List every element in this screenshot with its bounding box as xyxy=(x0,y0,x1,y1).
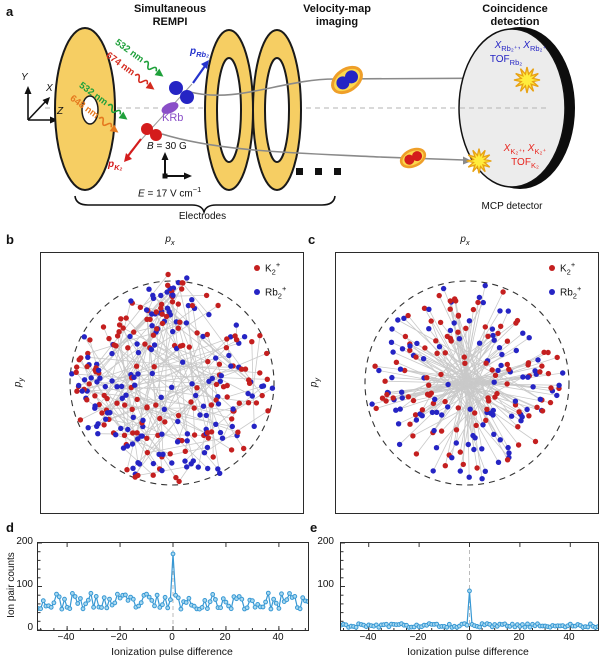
panel-d-ytick-200: 200 xyxy=(16,536,33,547)
coordinate-axes xyxy=(24,86,58,124)
legend-item-k2: K2+ xyxy=(549,256,581,280)
legend-item-rb2: Rb2+ xyxy=(549,280,581,304)
panel-e-ytick-200: 200 xyxy=(317,536,334,547)
panel-e-xaxis-label: Ionization pulse difference xyxy=(407,646,529,658)
panel-d-ytick-0: 0 xyxy=(27,622,33,633)
legend-label: K2+ xyxy=(265,260,281,277)
axis-z-label: Z xyxy=(57,106,64,117)
panel-d-xaxis-label: Ionization pulse difference xyxy=(111,646,233,658)
panel-d-label: d xyxy=(6,520,14,535)
laser-532nm-k2: 532 nm xyxy=(77,80,132,124)
panel-b-plot xyxy=(40,252,304,514)
electrodes-label: Electrodes xyxy=(178,211,227,222)
legend-label: Rb2+ xyxy=(265,284,287,301)
k2-ion-in-flight xyxy=(399,147,427,169)
legend-item-k2: K2+ xyxy=(254,256,286,280)
panel-e-label: e xyxy=(310,520,318,535)
rb2-ion-in-flight xyxy=(331,65,363,95)
wavy-arrow-icon xyxy=(98,116,119,133)
laser-674nm-rb2: 674 nm xyxy=(104,50,159,94)
p-rb2-label: pRb₂ xyxy=(190,46,209,59)
k2-impact-starburst xyxy=(466,148,492,174)
wavy-arrow-icon xyxy=(107,103,128,120)
panel-b-yaxis-label: py xyxy=(12,377,26,388)
apparatus-diagram xyxy=(24,27,575,215)
p-k2-label: pK₂ xyxy=(108,159,123,172)
rempi-header: Simultaneous REMPI xyxy=(133,3,207,28)
panel-b-label: b xyxy=(6,232,14,247)
wavy-arrow-icon xyxy=(143,60,164,77)
mcp-detector-face xyxy=(458,28,566,188)
rb2-momentum-arrow xyxy=(192,65,206,84)
electrodes-brace xyxy=(74,195,336,215)
panel-d-xtick: 20 xyxy=(219,632,231,643)
k2-dot-icon xyxy=(254,265,260,272)
panel-e-xtick: 20 xyxy=(513,632,525,643)
krb-molecule xyxy=(161,102,179,114)
krb-label: KRb xyxy=(162,112,184,124)
mcp-detector-label: MCP detector xyxy=(481,201,543,212)
rb2-impact-starburst xyxy=(513,66,541,94)
panel-c-label: c xyxy=(308,232,316,247)
legend-item-rb2: Rb2+ xyxy=(254,280,286,304)
panel-b-xaxis-label: px xyxy=(165,234,175,247)
panel-c-plot xyxy=(335,252,599,514)
wavy-arrow-icon xyxy=(134,73,155,90)
panel-d-xtick: −20 xyxy=(110,632,128,643)
detector-k2-hits-label: XK₂⁺, XK₂⁺ xyxy=(503,143,547,156)
repeller-aperture xyxy=(81,95,99,125)
b-field-label: B = 30 G xyxy=(147,141,187,152)
k2-momentum-arrowhead xyxy=(124,153,132,162)
ion-trajectories xyxy=(161,77,515,161)
more-electrodes-ellipsis xyxy=(296,168,341,175)
rb2-dot-icon xyxy=(254,289,260,296)
rb2-molecule-source xyxy=(169,81,194,104)
panel-b-legend: K2+ Rb2+ xyxy=(254,256,286,305)
axis-y-label: Y xyxy=(21,72,28,83)
panel-e-plot xyxy=(340,542,599,631)
ring-electrodes xyxy=(204,29,302,191)
panel-d-xtick: −40 xyxy=(57,632,75,643)
rb2-dot-icon xyxy=(549,289,555,296)
vmi-header: Velocity-map imaging xyxy=(303,3,371,28)
k2-momentum-arrow xyxy=(127,138,142,157)
field-arrows xyxy=(161,152,192,180)
axis-x-label: X xyxy=(46,83,53,94)
detector-rb2-hits-label: XRb₂⁺, XRb₂⁺ xyxy=(494,40,547,53)
legend-label: Rb2+ xyxy=(560,284,582,301)
laser-648nm-k2: 648 nm xyxy=(68,93,123,137)
k2-dot-icon xyxy=(549,265,555,272)
panel-d-ytick-100: 100 xyxy=(16,579,33,590)
rb2-momentum-arrowhead xyxy=(201,60,209,69)
panel-c-legend: K2+ Rb2+ xyxy=(549,256,581,305)
panel-d-xtick: 0 xyxy=(169,632,175,643)
detector-rb2-tof-label: TOFRb₂ xyxy=(489,54,523,67)
panel-e-xtick: 40 xyxy=(563,632,575,643)
e-field-label: E = 17 V cm−1 xyxy=(138,185,202,200)
panel-e-xtick: −20 xyxy=(409,632,427,643)
panel-d-plot xyxy=(37,542,309,631)
panel-d-xtick: 40 xyxy=(272,632,284,643)
detector-k2-tof-label: TOFK₂ xyxy=(511,157,539,170)
coincidence-header: Coincidence detection xyxy=(482,3,548,28)
panel-a-label: a xyxy=(6,4,14,19)
panel-c-xaxis-label: px xyxy=(460,234,470,247)
k2-molecule-source xyxy=(141,123,162,141)
panel-e-xtick: −40 xyxy=(359,632,377,643)
laser-532nm-rb2: 532 nm xyxy=(113,37,168,81)
panel-e-xtick: 0 xyxy=(466,632,472,643)
panel-e-ytick-100: 100 xyxy=(317,579,334,590)
panel-c-yaxis-label: py xyxy=(308,377,322,388)
legend-label: K2+ xyxy=(560,260,576,277)
